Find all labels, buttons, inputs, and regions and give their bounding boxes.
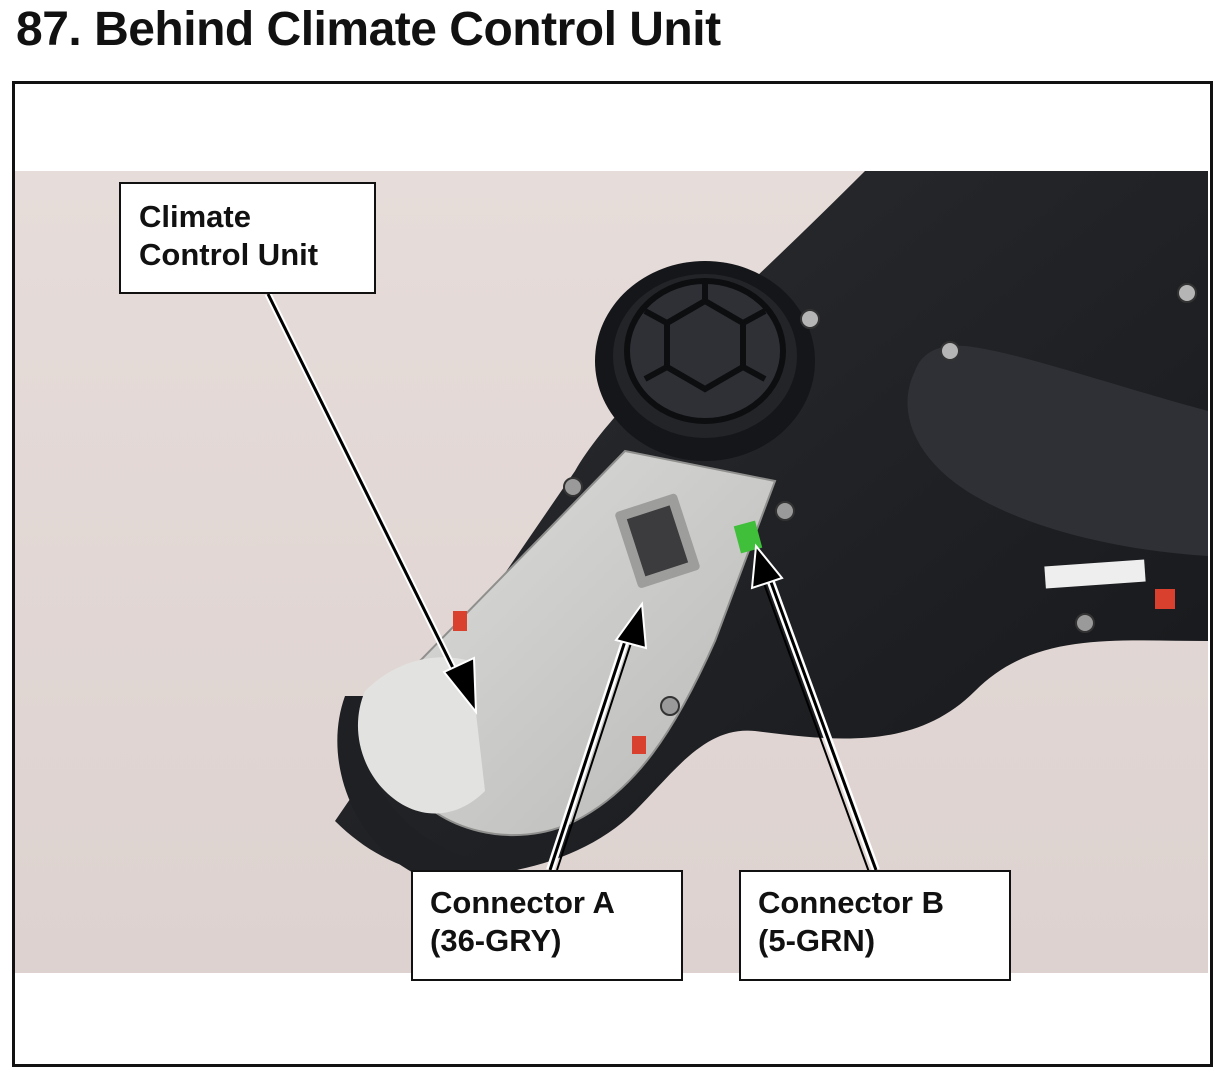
callout-line: Climate (139, 199, 251, 234)
screw (775, 501, 795, 521)
bezel-lower-arm (337, 696, 575, 900)
air-vent (595, 261, 815, 461)
connector-a-port (615, 493, 700, 588)
callout-line: (36-GRY) (430, 923, 562, 958)
screw (940, 341, 960, 361)
callout-line: (5-GRN) (758, 923, 876, 958)
screw (563, 477, 583, 497)
callout-connector-b: Connector B (5-GRN) (739, 870, 1011, 981)
callout-line: Connector B (758, 885, 944, 920)
screw (1177, 283, 1197, 303)
screw (1075, 613, 1095, 633)
callout-line: Connector A (430, 885, 615, 920)
callout-connector-a: Connector A (36-GRY) (411, 870, 683, 981)
callout-line: Control Unit (139, 237, 319, 272)
red-clip (632, 736, 646, 754)
label-sticker (1044, 559, 1146, 589)
screw (800, 309, 820, 329)
screw (660, 696, 680, 716)
callout-climate-control-unit: Climate Control Unit (119, 182, 376, 294)
red-clip (1155, 589, 1175, 609)
red-clip (453, 611, 467, 631)
page-title: 87. Behind Climate Control Unit (16, 3, 721, 56)
bezel-inner-cutout (907, 345, 1208, 556)
